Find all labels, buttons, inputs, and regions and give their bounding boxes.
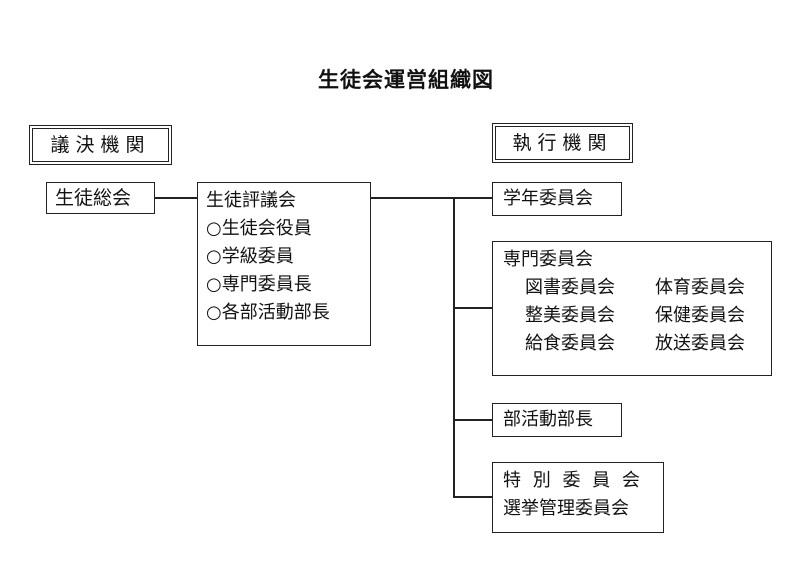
extra-committee-box: 特 別 委 員 会 選挙管理委員会 bbox=[492, 462, 664, 533]
diagram-title: 生徒会運営組織図 bbox=[318, 68, 494, 92]
special-committees-name: 専門委員会 bbox=[503, 249, 593, 270]
legislative-heading: 議決機関 bbox=[29, 125, 172, 165]
council-name: 生徒評議会 bbox=[206, 190, 296, 211]
council-member: ○専門委員長 bbox=[206, 274, 312, 295]
branch-line bbox=[453, 419, 492, 421]
committee-item: 給食委員会 bbox=[525, 333, 615, 354]
general-assembly-box: 生徒総会 bbox=[46, 182, 155, 214]
grade-committee-box: 学年委員会 bbox=[492, 182, 622, 216]
committee-item: 図書委員会 bbox=[525, 277, 615, 298]
connector-line bbox=[155, 197, 197, 199]
council-member: ○各部活動部長 bbox=[206, 302, 330, 323]
council-member: ○学級委員 bbox=[206, 246, 294, 267]
council-member: ○生徒会役員 bbox=[206, 218, 312, 239]
committee-item: 放送委員会 bbox=[655, 333, 745, 354]
election-committee: 選挙管理委員会 bbox=[503, 498, 629, 519]
connector-line bbox=[371, 197, 492, 199]
student-council-box: 生徒評議会 ○生徒会役員 ○学級委員 ○専門委員長 ○各部活動部長 bbox=[197, 182, 371, 346]
branch-line bbox=[453, 307, 492, 309]
branch-line bbox=[453, 496, 492, 498]
committee-item: 整美委員会 bbox=[525, 305, 615, 326]
committee-item: 保健委員会 bbox=[655, 305, 745, 326]
extra-committee-name: 特 別 委 員 会 bbox=[503, 470, 643, 491]
club-leaders-box: 部活動部長 bbox=[492, 403, 622, 437]
special-committees-box: 専門委員会 図書委員会 体育委員会 整美委員会 保健委員会 給食委員会 放送委員… bbox=[492, 241, 772, 376]
trunk-line bbox=[453, 197, 455, 498]
committee-item: 体育委員会 bbox=[655, 277, 745, 298]
executive-heading: 執行機関 bbox=[492, 123, 633, 163]
